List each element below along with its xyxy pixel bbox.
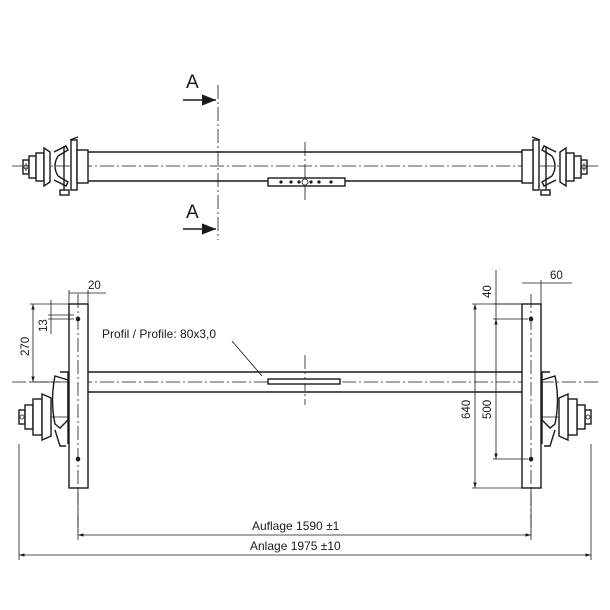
left-hub-bottom [18,371,69,447]
center-plate [267,177,346,187]
dim-60: 60 [550,270,563,282]
section-label-top: A [186,72,199,93]
dimensions: 20 60 40 640 500 270 13 Auflage 159 [18,270,592,560]
dim-40: 40 [482,285,494,298]
dim-640: 640 [461,400,473,419]
dim-20: 20 [88,280,101,292]
left-hub-top [22,136,89,196]
dim-270: 270 [20,337,32,356]
bottom-view: Profil / Profile: 80x3,0 [12,294,598,532]
top-view: A A [12,72,598,240]
profile-label: Profil / Profile: 80x3,0 [102,327,216,341]
dim-anlage: Anlage 1975 ±10 [250,539,341,553]
profile-leader [231,340,263,377]
dim-13: 13 [38,319,50,332]
dim-500: 500 [482,400,494,419]
dim-auflage: Auflage 1590 ±1 [252,519,340,533]
right-hub-top [521,136,588,196]
right-bracket [521,303,542,489]
right-hub-bottom [541,371,592,447]
left-bracket [68,303,89,489]
center-plate-lower [267,378,341,385]
section-label-bottom: A [186,202,199,223]
